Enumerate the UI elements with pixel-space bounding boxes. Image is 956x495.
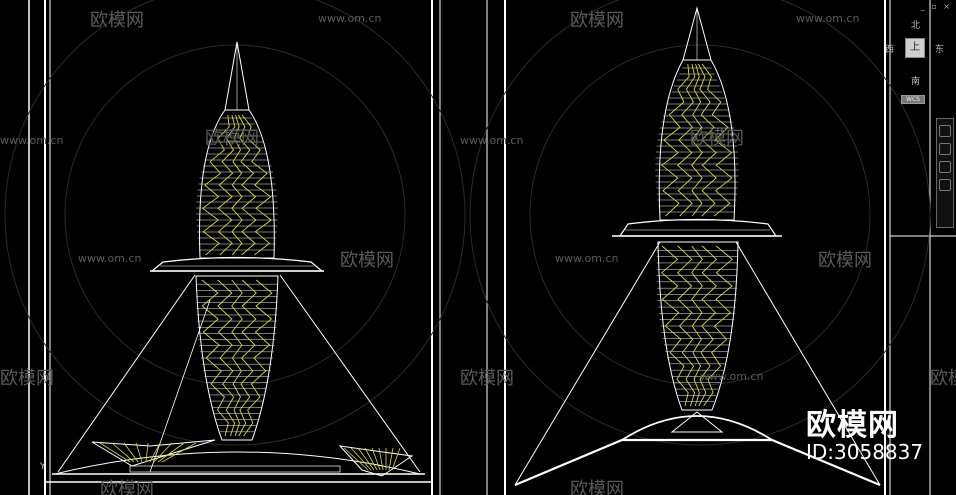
watermark-logo: 欧模网 [930,368,956,389]
bracing-line [217,114,236,256]
bracing-line [201,114,230,256]
bracing-line [697,63,717,217]
pan-icon[interactable] [939,143,951,155]
bracing-line [676,245,696,407]
bracing-line [243,279,273,437]
watermark-url: www.om.cn [796,12,859,25]
left-tower [52,41,425,477]
watermark-url: www.om.cn [318,12,381,25]
window-controls[interactable]: _ ▫ × [920,2,952,11]
compass-south[interactable]: 南 [911,77,921,87]
watermark-url: www.om.cn [555,252,618,265]
petal-rib [149,442,161,463]
petal-rib [391,447,401,471]
watermarks: 欧模网 www.om.cn 欧模网 www.om.cn www.om.cn 欧模… [0,10,956,495]
petal-rib [378,447,384,471]
zoom-icon[interactable] [939,161,951,173]
watermark-url: www.om.cn [460,134,523,147]
bracing-line [238,279,257,437]
bracing-line [661,63,690,217]
wcs-menu-button[interactable]: WCS [901,95,925,104]
petal-rib [357,447,375,471]
bracing-line [677,63,696,217]
watermark-url: www.om.cn [78,252,141,265]
left-frame [28,0,441,495]
ucs-y-axis-label: Y [40,462,46,472]
petal-rib [145,442,149,463]
viewcube-icon[interactable]: 北 西 上 东 南 WCS [885,18,947,113]
watermark-logo: 欧模网 [818,250,872,271]
petal-rib [111,442,135,463]
bracing-line [238,114,257,256]
bracing-line [217,279,236,437]
watermark-logo: 欧模网 [100,479,154,495]
bracing-line [691,63,703,217]
petal-rib [388,447,394,471]
watermark-logo: 欧模网 [0,368,54,389]
watermark-url: www.om.cn [700,370,763,383]
right-frame [486,0,956,495]
bracing-line [698,245,718,407]
orbit-icon[interactable] [939,179,951,191]
bracing-line [231,114,243,256]
compass-west[interactable]: 西 [885,45,895,55]
petal-rib [343,447,369,471]
brand-logo: 欧模网 [806,408,899,443]
petal-rib [153,442,173,463]
watermark-logo: 欧模网 [340,250,394,271]
navigation-bar [936,118,954,228]
petal-rib [350,447,372,471]
petal-rib [161,442,197,463]
petal-rib [364,447,378,471]
petal-rib [371,447,381,471]
bracing-line [660,245,689,407]
petal-rib [135,442,143,463]
bracing-line [703,245,733,407]
bracing-line [231,279,243,437]
watermark-logo: 欧模网 [570,10,624,31]
compass-north[interactable]: 北 [911,21,921,31]
watermark-logo: 欧模网 [570,479,624,495]
steering-wheel-icon[interactable] [939,125,951,137]
bracing-line [691,245,703,407]
brand-id: ID:3058837 [806,440,924,464]
watermark-logo: 欧模网 [205,128,259,149]
petal-rib [157,442,185,463]
viewcube-face[interactable]: 上 [905,38,925,58]
petal-rib [99,442,131,463]
bracing-line [201,279,229,437]
compass-east[interactable]: 东 [935,45,945,55]
right-tower [514,6,881,487]
bracing-line [701,63,733,217]
watermark-logo: 欧模网 [460,368,514,389]
watermark-logo: 欧模网 [690,128,744,149]
watermark-circles [4,0,931,446]
watermark-logo: 欧模网 [90,10,144,31]
bracing-line [241,114,272,256]
petal-rib [123,442,139,463]
watermark-url: www.om.cn [0,134,63,147]
